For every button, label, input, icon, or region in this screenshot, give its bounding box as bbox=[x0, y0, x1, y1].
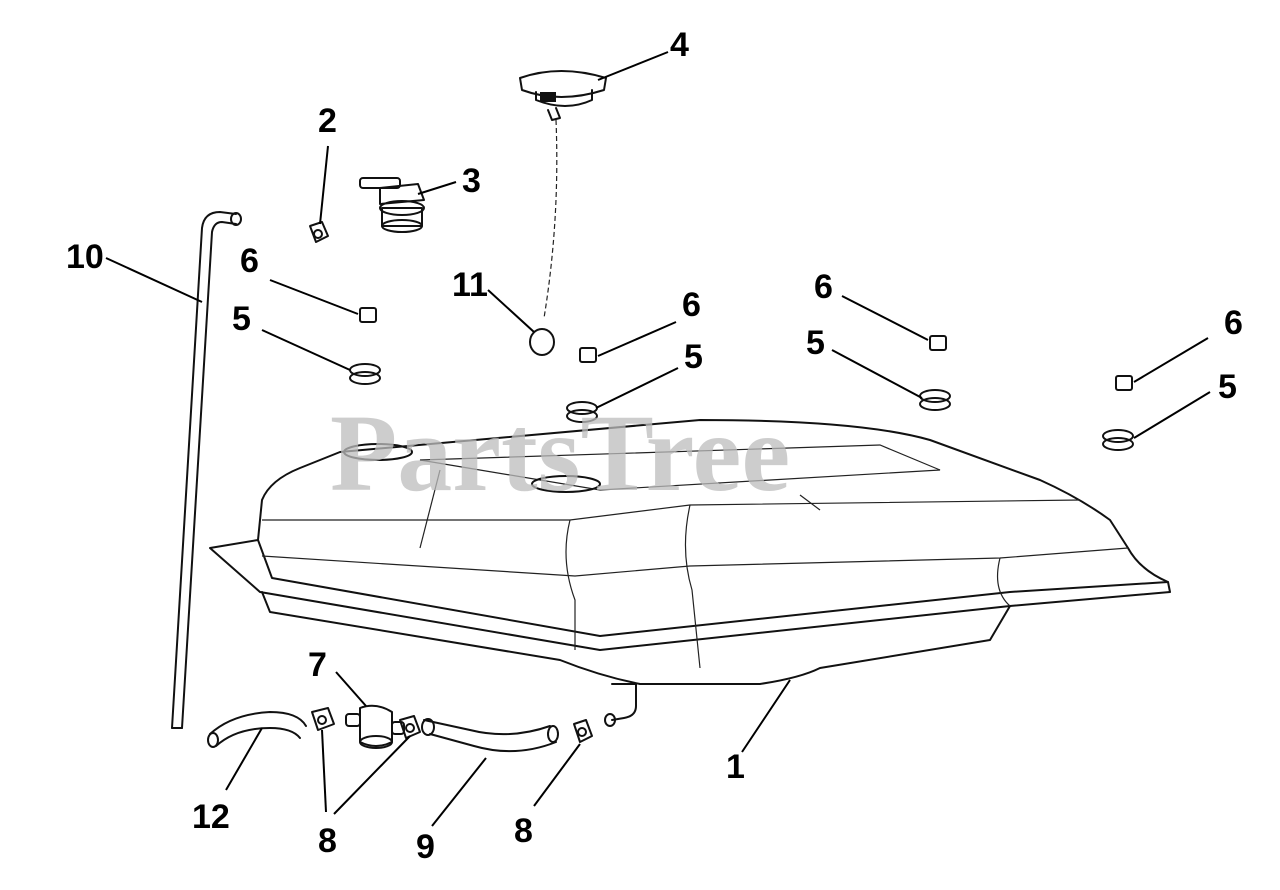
bushing-part-6b[interactable] bbox=[579, 347, 597, 363]
vent-tube-part-10[interactable] bbox=[171, 211, 242, 729]
callout-5b: 5 bbox=[684, 338, 703, 376]
leader-lines bbox=[105, 51, 1211, 827]
clamp-part-2[interactable] bbox=[309, 221, 329, 243]
callout-1: 1 bbox=[726, 748, 745, 786]
callout-6d: 6 bbox=[1224, 304, 1243, 342]
fuel-cap-part-4[interactable] bbox=[519, 70, 607, 319]
callout-8a: 8 bbox=[318, 822, 337, 860]
callout-8b: 8 bbox=[514, 812, 533, 850]
callout-4: 4 bbox=[670, 26, 689, 64]
hose-clamp-part-8a[interactable] bbox=[311, 707, 335, 731]
fuel-tank-part-1[interactable] bbox=[209, 419, 1171, 727]
grommet-part-5d[interactable] bbox=[1102, 429, 1134, 451]
callout-5a: 5 bbox=[232, 300, 251, 338]
parts-tree-watermark: PartsTree bbox=[330, 392, 790, 514]
callout-6a: 6 bbox=[240, 242, 259, 280]
fuel-hose-part-9[interactable] bbox=[421, 718, 559, 753]
callout-6b: 6 bbox=[682, 286, 701, 324]
grommet-part-5a[interactable] bbox=[349, 363, 381, 385]
callout-5d: 5 bbox=[1218, 368, 1237, 406]
callout-7: 7 bbox=[308, 646, 327, 684]
callout-5c: 5 bbox=[806, 324, 825, 362]
callout-2: 2 bbox=[318, 102, 337, 140]
fuel-hose-part-12[interactable] bbox=[207, 711, 307, 748]
hose-clamp-part-8c[interactable] bbox=[573, 719, 593, 743]
fuel-valve-part-3[interactable] bbox=[359, 177, 425, 233]
fuel-filter-part-7[interactable] bbox=[345, 704, 405, 749]
callout-12: 12 bbox=[192, 798, 230, 836]
bushing-part-6d[interactable] bbox=[1115, 375, 1133, 391]
callout-9: 9 bbox=[416, 828, 435, 866]
bushing-part-6a[interactable] bbox=[359, 307, 377, 323]
grommet-part-5c[interactable] bbox=[919, 389, 951, 411]
callout-3: 3 bbox=[462, 162, 481, 200]
callout-10: 10 bbox=[66, 238, 104, 276]
callout-6c: 6 bbox=[814, 268, 833, 306]
bushing-part-6c[interactable] bbox=[929, 335, 947, 351]
o-ring-part-11[interactable] bbox=[529, 328, 555, 356]
callout-11: 11 bbox=[452, 266, 488, 304]
callout-labels: 1 2 3 4 5 5 5 5 6 6 6 6 7 8 8 9 10 11 12 bbox=[66, 26, 1243, 866]
